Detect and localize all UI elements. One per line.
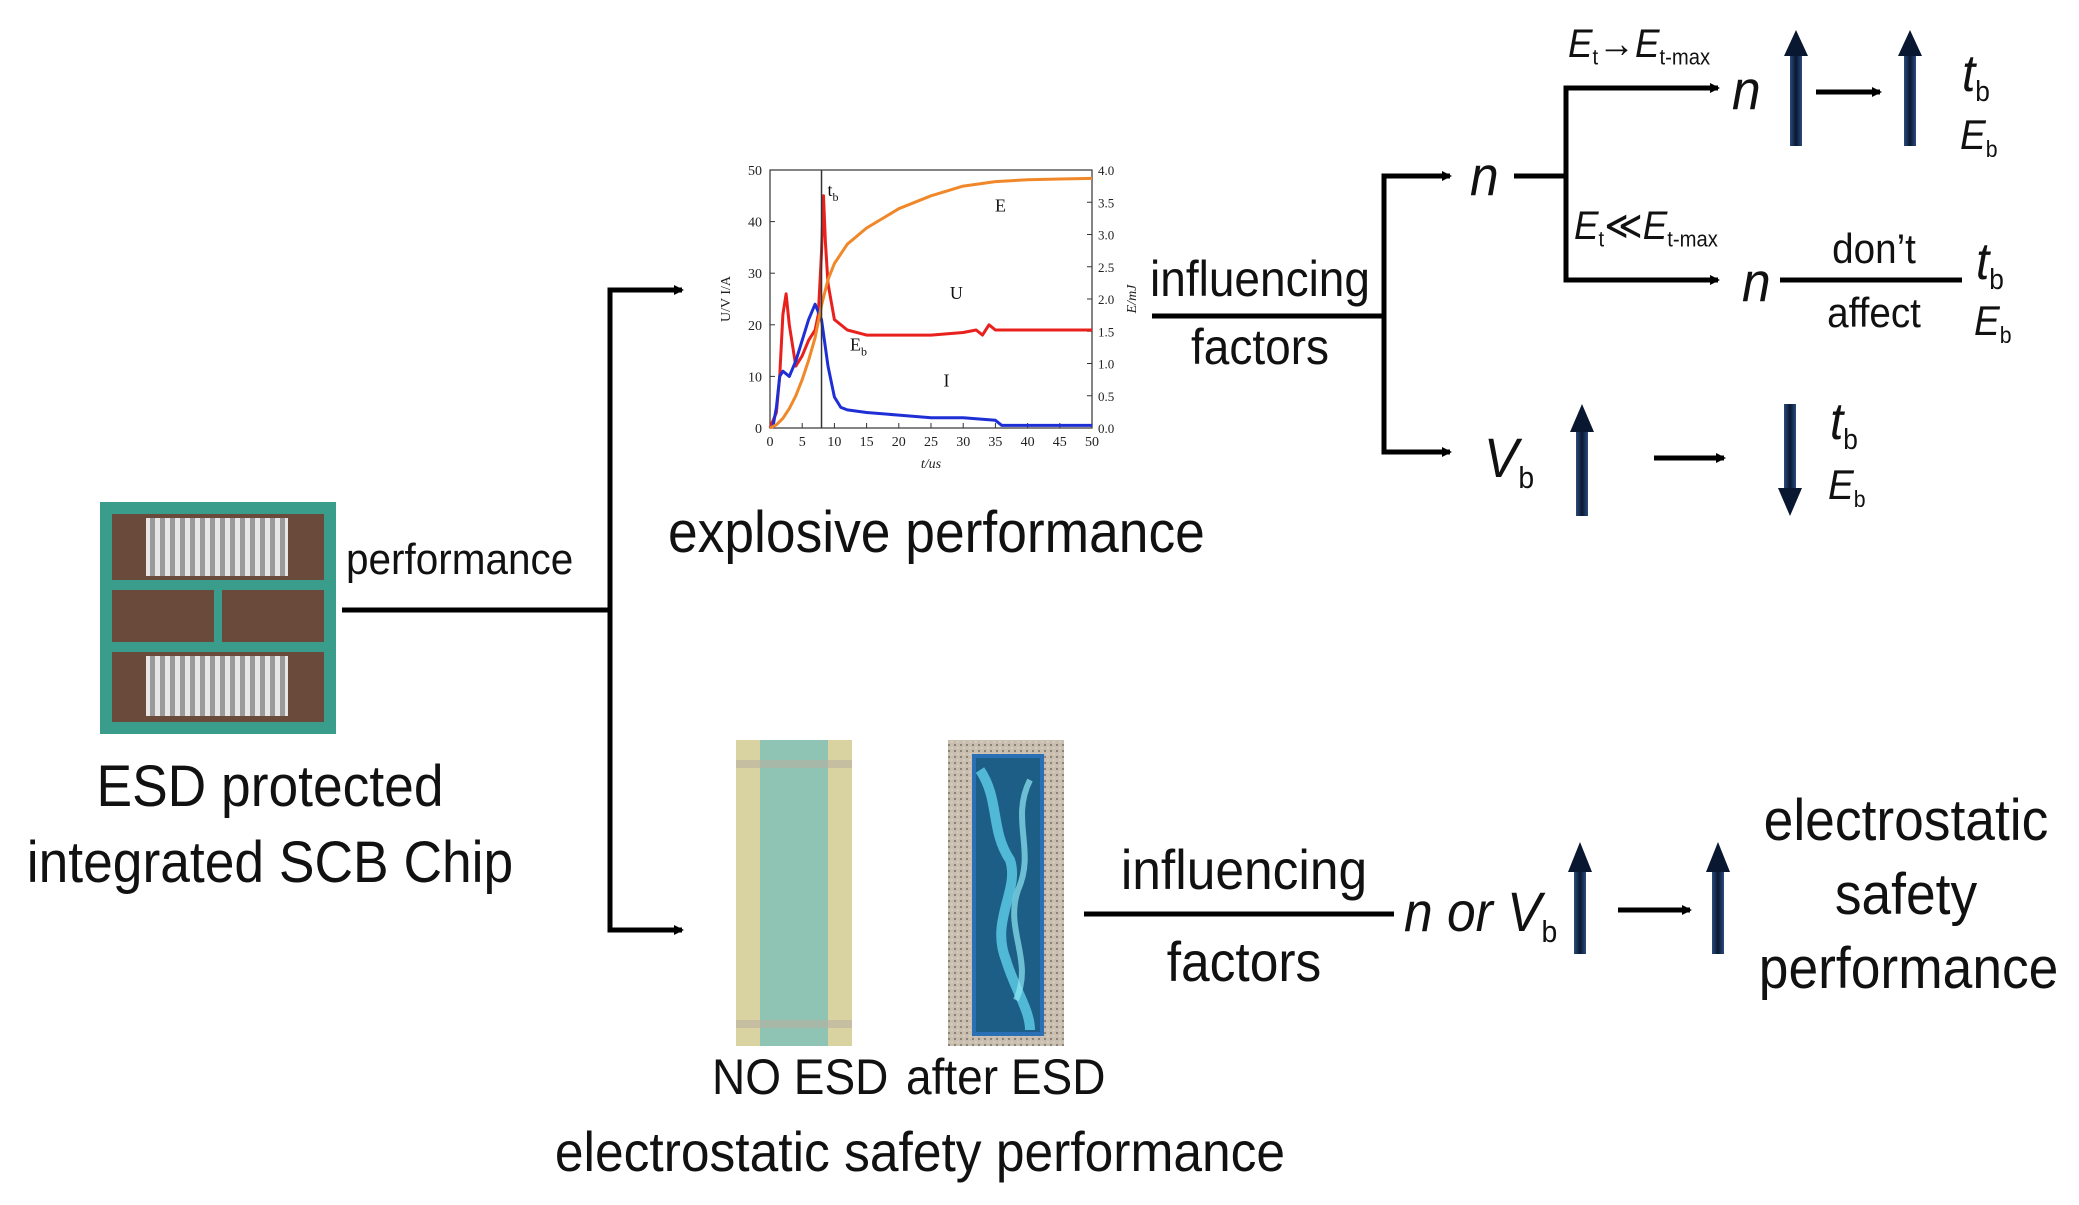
- chart-annotation: I: [943, 371, 949, 391]
- cond1-tb-label: tb: [1962, 45, 1990, 108]
- n-to-cond2-arrow: [1563, 176, 1720, 285]
- x-tick-label: 45: [1053, 435, 1067, 450]
- chip-mid-right-pad: [222, 590, 324, 642]
- chart-annotation-sub: b: [861, 345, 867, 359]
- y-right-tick-label: 1.0: [1098, 357, 1114, 372]
- cond1-n-label: n: [1732, 58, 1761, 121]
- cond2-n-label: n: [1742, 250, 1771, 313]
- vb-label: Vb: [1484, 426, 1535, 495]
- esd-connectors: [1084, 905, 1692, 917]
- cond2-eb-label: Eb: [1974, 297, 2012, 349]
- dont-label: don’t: [1832, 225, 1916, 272]
- chart-annotation: U: [950, 283, 963, 303]
- x-tick-label: 50: [1085, 435, 1099, 450]
- explosive-factors-line1: influencing: [1150, 251, 1370, 307]
- no-esd-image: [736, 740, 852, 1046]
- esd-factors-line1: influencing: [1120, 838, 1368, 901]
- tb-up-arrow: [1898, 30, 1922, 146]
- cond1-label: Et→Et-max: [1568, 22, 1711, 70]
- chip-mid-left-pad: [112, 590, 214, 642]
- explosive-connectors: [1152, 83, 1962, 463]
- x-axis-label: t/us: [921, 457, 942, 472]
- y-tick-label: 30: [748, 267, 762, 282]
- to-n-arrow: [1381, 171, 1452, 452]
- esd-result-line1: electrostatic: [1763, 788, 2049, 853]
- series-line-I: [769, 302, 1092, 430]
- esd-result-line3: performance: [1758, 936, 2059, 1001]
- vb-tb-label: tb: [1830, 393, 1858, 456]
- x-tick-label: 30: [956, 435, 970, 450]
- chip-bottom-bridge: [146, 656, 288, 716]
- performance-label: performance: [346, 535, 574, 584]
- x-tick-label: 25: [924, 435, 938, 450]
- y-right-tick-label: 0.0: [1098, 421, 1114, 436]
- series-line-E: [769, 176, 1093, 430]
- split-to-esd-arrow: [607, 610, 684, 935]
- cond2-tb-label: tb: [1976, 233, 2004, 296]
- esd-var-up-arrow: [1568, 842, 1592, 954]
- to-vb-arrow: [1381, 316, 1452, 457]
- after-esd-label: after ESD: [906, 1049, 1106, 1105]
- main-connectors: [342, 285, 684, 935]
- chip-top-bridge: [146, 518, 288, 576]
- after-esd-image: [948, 740, 1064, 1046]
- n-up-arrow: [1784, 30, 1808, 146]
- tb-down-arrow: [1778, 404, 1802, 516]
- esd-result-line2: safety: [1834, 862, 1978, 927]
- y-tick-label: 10: [748, 370, 762, 385]
- y-right-tick-label: 1.5: [1098, 324, 1114, 339]
- cond1-eb-label: Eb: [1960, 111, 1998, 163]
- esd-caption: electrostatic safety performance: [554, 1120, 1286, 1183]
- esd-result-up-arrow: [1706, 842, 1730, 954]
- esd-factors-line2: factors: [1166, 930, 1322, 993]
- n-node-label: n: [1470, 144, 1499, 207]
- vb-up-arrow: [1570, 404, 1594, 516]
- thick-arrows-explosive: [1570, 30, 1922, 516]
- chart-annotation-sub: b: [833, 190, 839, 204]
- x-tick-label: 35: [988, 435, 1002, 450]
- split-to-explosive-arrow: [607, 285, 684, 930]
- chip-label-line1: ESD protected: [96, 754, 444, 819]
- y-right-tick-label: 2.0: [1098, 292, 1114, 307]
- scb-chip-image: [100, 502, 336, 734]
- vb-eb-label: Eb: [1828, 461, 1866, 513]
- chart-series: [768, 170, 1093, 430]
- x-tick-label: 15: [860, 435, 874, 450]
- explosive-factors-line2: factors: [1190, 319, 1330, 375]
- y-right-tick-label: 3.0: [1098, 228, 1114, 243]
- chart-annotation: tb: [828, 180, 839, 204]
- y-right-tick-label: 3.5: [1098, 195, 1114, 210]
- x-tick-label: 5: [799, 435, 806, 450]
- x-tick-label: 0: [767, 435, 774, 450]
- cond2-label: Et≪Et-max: [1574, 204, 1718, 252]
- no-esd-label: NO ESD: [712, 1049, 889, 1105]
- x-tick-label: 10: [827, 435, 841, 450]
- explosive-caption: explosive performance: [668, 500, 1205, 565]
- y-axis-label: U/V I/A: [719, 275, 734, 322]
- thick-arrows-esd: [1568, 842, 1730, 954]
- y-tick-label: 20: [748, 319, 762, 334]
- y-tick-label: 0: [755, 422, 762, 437]
- affect-label: affect: [1827, 289, 1921, 336]
- x-tick-label: 40: [1021, 435, 1035, 450]
- y-right-tick-label: 2.5: [1098, 260, 1114, 275]
- y-right-tick-label: 0.5: [1098, 389, 1114, 404]
- x-tick-label: 20: [892, 435, 906, 450]
- chart-annotation: E: [995, 195, 1006, 215]
- y-right-axis-label: E/mJ: [1125, 284, 1140, 315]
- esd-variable-label: n or Vb: [1404, 880, 1558, 949]
- y-tick-label: 50: [748, 164, 762, 179]
- y-tick-label: 40: [748, 216, 762, 231]
- chip-label-line2: integrated SCB Chip: [26, 830, 514, 895]
- chart-annotation: Eb: [850, 335, 867, 359]
- y-right-tick-label: 4.0: [1098, 163, 1114, 178]
